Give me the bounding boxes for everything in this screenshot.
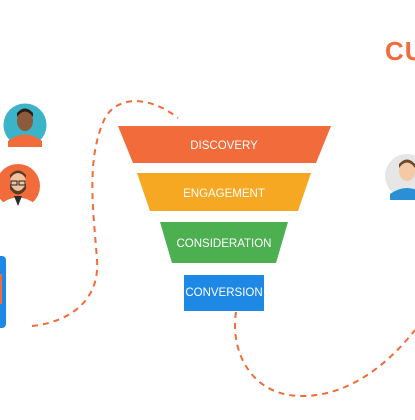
dashed-connector-right [234,311,415,398]
funnel-stage-discovery: DISCOVERY [118,126,331,163]
dashed-connector-left [31,100,179,327]
avatar-bearded-man-icon [0,164,40,208]
stage-label-conversion: CONVERSION [185,287,262,299]
stage-label-engagement: ENGAGEMENT [183,188,265,200]
funnel-stage-conversion: CONVERSION [184,275,264,311]
funnel-stage-engagement: ENGAGEMENT [137,173,311,211]
funnel-stage-consideration: CONSIDERATION [160,222,288,263]
stage-label-discovery: DISCOVERY [190,140,258,152]
avatar-man-icon [2,102,48,148]
device-icon [0,256,6,328]
stage-label-consideration: CONSIDERATION [177,238,272,250]
avatar-customer-icon [385,154,415,200]
diagram-title: CU [385,36,415,66]
